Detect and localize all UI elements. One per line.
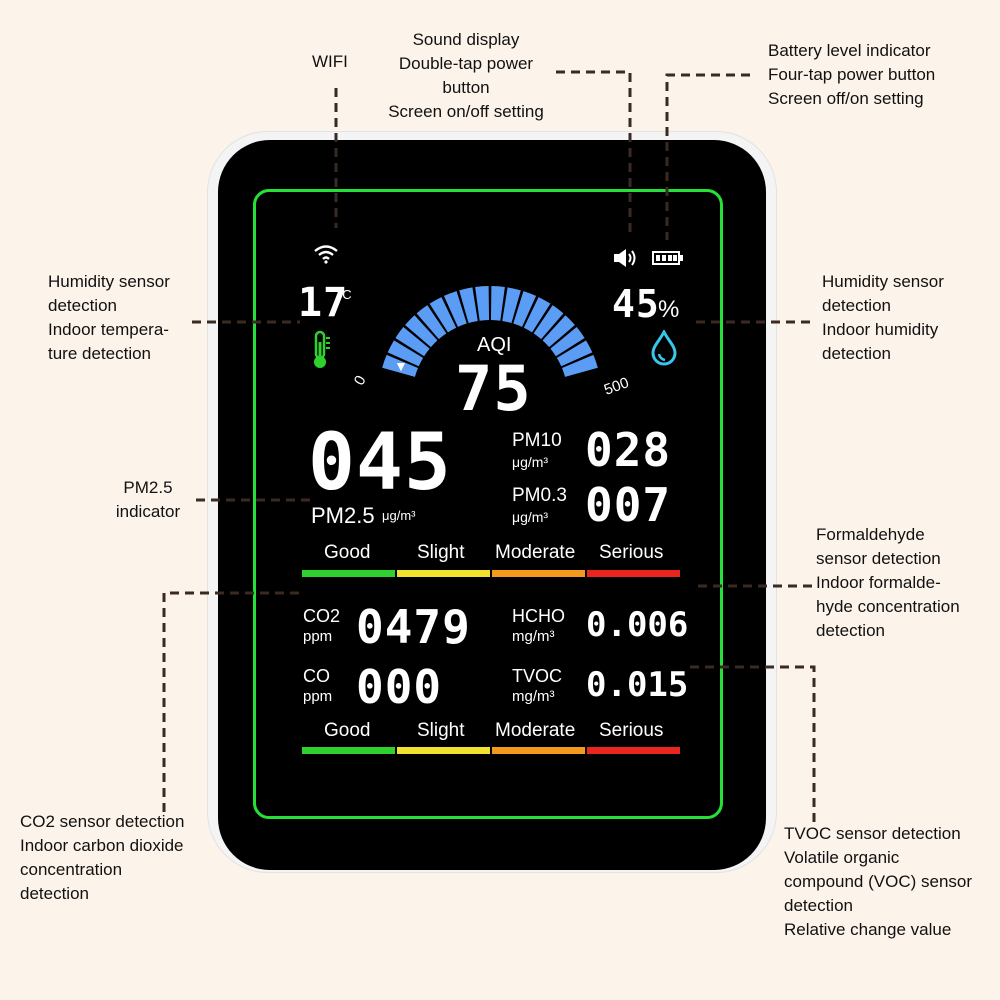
- aqi-gauge-segment: [513, 291, 537, 327]
- callout-battery: Battery level indicator Four-tap power b…: [768, 41, 936, 108]
- callout-wifi: WIFI: [312, 52, 348, 71]
- aqi-gauge-segment: [550, 327, 585, 357]
- pm03-unit: μg/m³: [512, 509, 549, 525]
- co-value: 000: [356, 660, 443, 714]
- pm10-label: PM10: [512, 430, 562, 451]
- level-serious-label-2: Serious: [599, 720, 664, 741]
- tvoc-unit: mg/m³: [512, 688, 555, 705]
- aqi-gauge-segment: [459, 287, 478, 324]
- level-good-label-2: Good: [324, 720, 371, 741]
- pm25-label: PM2.5: [311, 503, 375, 528]
- hcho-unit: mg/m³: [512, 628, 555, 645]
- aqi-gauge-segment: [490, 286, 505, 321]
- aqi-gauge-segment: [382, 354, 419, 377]
- thermometer-icon: [314, 330, 330, 368]
- wifi-icon: [314, 245, 338, 264]
- hcho-value: 0.006: [586, 605, 689, 645]
- co2-value: 0479: [356, 600, 471, 654]
- co2-label: CO2: [303, 606, 341, 626]
- level-slight-label: Slight: [417, 542, 465, 563]
- aqi-gauge-segment: [395, 327, 430, 357]
- pm03-label: PM0.3: [512, 485, 567, 506]
- battery-icon: [652, 251, 683, 265]
- aqi-value: 75: [455, 352, 532, 425]
- aqi-gauge: [382, 286, 598, 377]
- level-moderate-bar: [492, 570, 585, 577]
- hcho-label: HCHO: [512, 606, 565, 626]
- aqi-gauge-segment: [502, 287, 521, 324]
- level-good-bar: [302, 570, 395, 577]
- pm25-unit: μg/m³: [382, 508, 416, 523]
- tvoc-value: 0.015: [586, 665, 689, 705]
- pm10-unit: μg/m³: [512, 454, 549, 470]
- aqi-gauge-segment: [387, 340, 424, 367]
- humidity-unit: %: [658, 296, 680, 323]
- aqi-gauge-segment: [405, 315, 438, 348]
- callout-tvoc: TVOC sensor detection Volatile organic c…: [784, 824, 973, 939]
- pm10-value: 028: [585, 423, 672, 477]
- level-serious-bar: [587, 570, 680, 577]
- aqi-gauge-segment: [443, 291, 467, 327]
- aqi-label: AQI: [477, 334, 512, 356]
- lcd-screen: [284, 228, 694, 788]
- speaker-icon: [614, 249, 636, 267]
- callout-formaldehyde: Formaldehyde sensor detection Indoor for…: [816, 525, 960, 640]
- co2-unit: ppm: [303, 628, 333, 645]
- level-slight-bar-2: [397, 747, 490, 754]
- pm25-value: 045: [308, 418, 452, 508]
- level-slight-label-2: Slight: [417, 720, 465, 741]
- callout-temperature: Humidity sensor detection Indoor tempera…: [48, 272, 170, 363]
- level-slight-bar: [397, 570, 490, 577]
- co-label: CO: [303, 666, 330, 686]
- aqi-gauge-segment: [416, 305, 447, 340]
- level-moderate-label: Moderate: [495, 542, 576, 563]
- level-moderate-label-2: Moderate: [495, 720, 576, 741]
- aqi-pointer: ▼: [394, 358, 408, 374]
- aqi-gauge-segment: [533, 305, 564, 340]
- aqi-gauge-segment: [561, 354, 598, 377]
- temperature-unit: °C: [337, 287, 352, 302]
- callout-sound: Sound display Double-tap power button Sc…: [388, 30, 544, 121]
- humidity-value: 45: [612, 282, 660, 326]
- water-drop-icon: [651, 330, 677, 366]
- callout-humidity: Humidity sensor detection Indoor humidit…: [822, 272, 944, 363]
- aqi-gauge-segment: [556, 340, 593, 367]
- pm03-value: 007: [585, 478, 672, 532]
- co-unit: ppm: [303, 688, 333, 705]
- level-moderate-bar-2: [492, 747, 585, 754]
- aqi-gauge-segment: [475, 286, 490, 321]
- level-serious-bar-2: [587, 747, 680, 754]
- aqi-gauge-segment: [429, 297, 457, 333]
- callout-pm25: PM2.5 indicator: [115, 478, 181, 521]
- status-light-frame: [253, 189, 723, 819]
- callout-co2: CO2 sensor detection Indoor carbon dioxi…: [20, 812, 185, 903]
- level-good-label: Good: [324, 542, 371, 563]
- level-good-bar-2: [302, 747, 395, 754]
- level-serious-label: Serious: [599, 542, 664, 563]
- temperature-value: 17: [298, 280, 349, 326]
- tvoc-label: TVOC: [512, 666, 563, 686]
- aqi-gauge-segment: [542, 315, 575, 348]
- aqi-gauge-segment: [523, 297, 551, 333]
